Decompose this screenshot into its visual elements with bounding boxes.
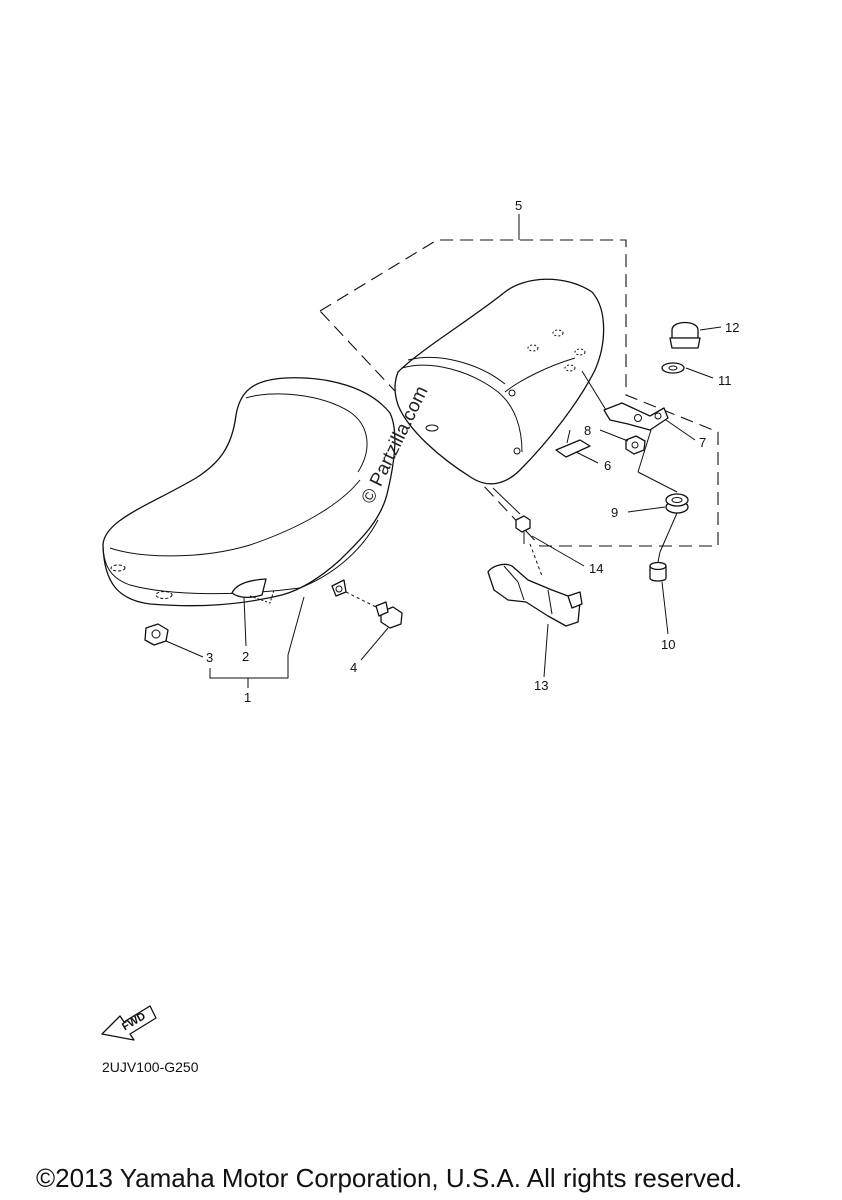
bolt-part-14	[515, 515, 543, 577]
callout-5: 5	[515, 198, 522, 213]
washer-part-11	[661, 362, 685, 374]
callout-8: 8	[584, 423, 591, 438]
callout-numbers: 1 2 3 4 5 6 7 8 9 10 11 12 13 14	[206, 198, 739, 705]
clip-part-6	[555, 429, 591, 458]
callout-10: 10	[661, 637, 675, 652]
nut-part-3	[144, 623, 169, 646]
copyright-notice: ©2013 Yamaha Motor Corporation, U.S.A. A…	[36, 1163, 743, 1193]
bracket-part-7	[603, 402, 669, 431]
callout-11: 11	[718, 373, 732, 388]
callout-14: 14	[589, 561, 603, 576]
rear-seat	[394, 278, 605, 485]
bolt-part-4	[345, 591, 403, 629]
diagram-part-code: 2UJV100-G250	[102, 1059, 199, 1075]
collar-part-10	[649, 551, 667, 582]
callout-2: 2	[242, 649, 249, 664]
latch-part-13	[487, 563, 583, 627]
callout-13: 13	[534, 678, 548, 693]
callout-12: 12	[725, 320, 739, 335]
callout-6: 6	[604, 458, 611, 473]
callout-1: 1	[244, 690, 251, 705]
callout-7: 7	[699, 435, 706, 450]
grommet-part-9	[665, 493, 689, 514]
nut-part-8	[625, 435, 646, 455]
callout-3: 3	[206, 650, 213, 665]
fwd-arrow-icon: FWD	[101, 1005, 157, 1041]
callout-4: 4	[350, 660, 357, 675]
callout-9: 9	[611, 505, 618, 520]
rear-seat-assembly-outline	[319, 214, 719, 547]
front-seat	[102, 377, 396, 607]
leader-lines	[165, 326, 722, 688]
cap-nut-part-12	[669, 321, 701, 349]
